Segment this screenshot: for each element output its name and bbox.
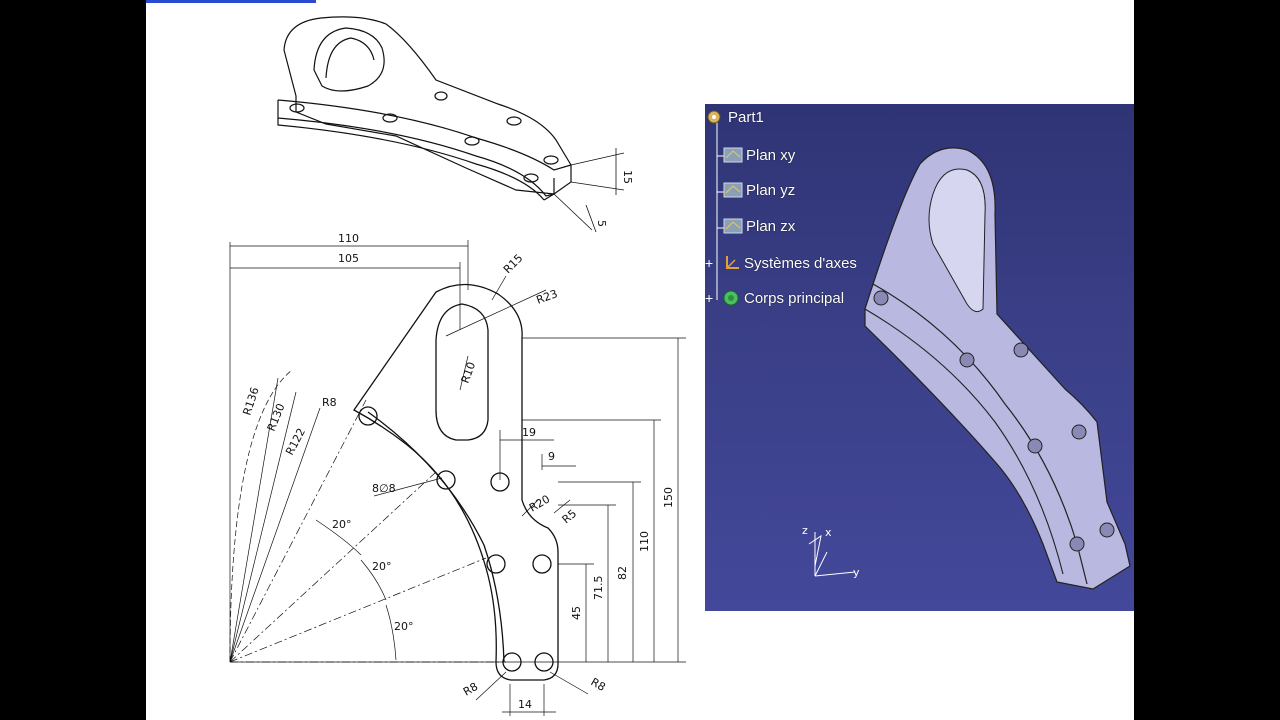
axis-z-label: z [802, 524, 808, 537]
tree-item-axis-systems[interactable]: + Systèmes d'axes [705, 251, 857, 275]
technical-drawing: 15 5 [229, 16, 686, 716]
part-slot [928, 168, 986, 313]
top-accent-line [146, 0, 316, 3]
axis-y-label: y [853, 566, 860, 579]
dim-19: 19 [522, 426, 536, 439]
tree-item-plan-yz[interactable]: Plan yz [723, 178, 795, 202]
plan-dimension-lines [229, 240, 686, 716]
tree-label-plan-xy: Plan xy [746, 146, 796, 164]
dim-r8-bottom-left: R8 [461, 680, 480, 699]
dim-9: 9 [548, 450, 555, 463]
dim-r130: R130 [265, 402, 288, 433]
dim-r8-bottom-right: R8 [589, 675, 608, 694]
hole-3 [1013, 342, 1029, 358]
catia-viewport[interactable]: z x y Part1 Plan xy Plan yz Plan zx + [705, 104, 1134, 611]
dim-r8-top: R8 [322, 396, 337, 409]
dim-110-vertical: 110 [638, 531, 651, 552]
tree-label-plan-zx: Plan zx [746, 217, 796, 235]
dim-71-5: 71.5 [592, 576, 605, 601]
angle-20-c: 20° [394, 620, 414, 633]
angle-20-b: 20° [372, 560, 392, 573]
hole-4 [1027, 438, 1043, 454]
dim-45: 45 [570, 606, 583, 620]
hole-7 [1099, 522, 1115, 538]
tree-item-plan-zx[interactable]: Plan zx [723, 214, 795, 238]
dim-150: 150 [662, 487, 675, 508]
hole-6 [1069, 536, 1085, 552]
dim-5: 5 [595, 220, 608, 227]
tree-item-main-body[interactable]: + Corps principal [705, 286, 844, 310]
iso-dimension-lines [553, 148, 625, 233]
expand-plus-icon[interactable]: + [705, 290, 714, 306]
part-body [864, 147, 1131, 590]
hole-5 [1071, 424, 1087, 440]
dim-14: 14 [518, 698, 532, 711]
tree-item-plan-xy[interactable]: Plan xy [723, 143, 795, 167]
tree-label-part1: Part1 [728, 108, 764, 126]
plane-icon [723, 217, 743, 235]
axis-x-label: x [825, 526, 832, 539]
plan-view [353, 283, 559, 681]
hole-1 [873, 290, 889, 306]
dim-110: 110 [338, 232, 359, 245]
tree-label-axis-systems: Systèmes d'axes [744, 254, 857, 272]
dim-r136: R136 [240, 386, 261, 417]
dim-r5: R5 [560, 507, 580, 526]
isometric-view [277, 16, 572, 201]
dim-105: 105 [338, 252, 359, 265]
dim-r15: R15 [501, 252, 525, 276]
angle-20-a: 20° [332, 518, 352, 531]
plane-icon [723, 146, 743, 164]
part-gear-icon [705, 108, 725, 126]
plane-icon [723, 181, 743, 199]
hole-2 [959, 352, 975, 368]
dim-8-holes: 8∅8 [372, 482, 396, 495]
tree-label-main-body: Corps principal [744, 289, 845, 307]
tree-label-plan-yz: Plan yz [746, 181, 796, 199]
dim-r20: R20 [527, 493, 552, 515]
dim-r23: R23 [535, 287, 560, 307]
axis-compass [808, 532, 856, 577]
tree-root-part1[interactable]: Part1 [705, 105, 764, 129]
expand-plus-icon[interactable]: + [705, 255, 714, 271]
dim-82: 82 [616, 566, 629, 580]
dim-r10: R10 [459, 360, 479, 385]
axis-system-icon [721, 254, 741, 272]
part-3d-view[interactable]: z x y [705, 104, 1134, 611]
body-gear-icon [721, 289, 741, 307]
dim-15: 15 [621, 170, 634, 184]
